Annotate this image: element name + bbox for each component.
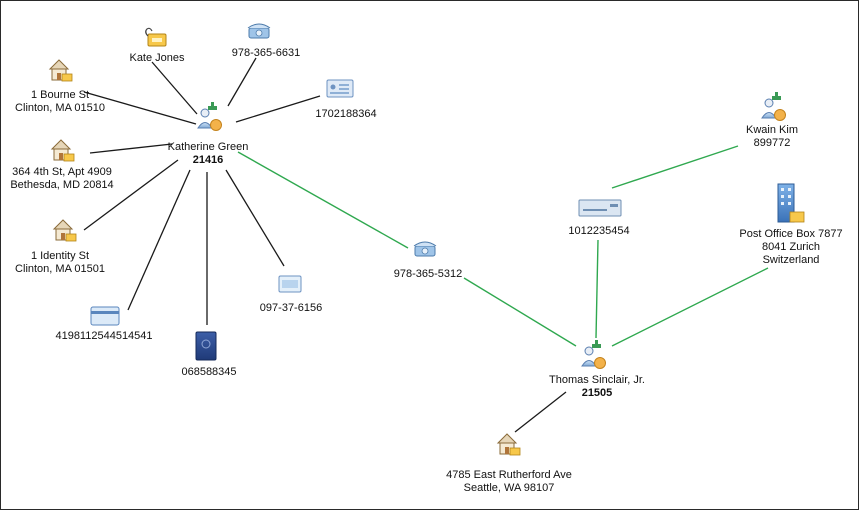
node-phone-5312[interactable]: 978-365-5312	[394, 268, 463, 281]
link-bank-thomas[interactable]	[595, 239, 599, 339]
node-katherine-green[interactable]: Katherine Green 21416	[168, 141, 249, 167]
house-icon[interactable]	[496, 433, 521, 456]
address-line2: Seattle, WA 98107	[463, 482, 555, 494]
telephone-icon[interactable]	[247, 23, 271, 39]
person-name: Thomas Sinclair, Jr.	[549, 374, 645, 386]
house-icon[interactable]	[50, 139, 75, 162]
person-name: Katherine Green	[167, 141, 249, 153]
building-icon[interactable]	[777, 183, 805, 223]
node-thomas-sinclair[interactable]: Thomas Sinclair, Jr. 21505	[549, 374, 645, 400]
node-card-1702[interactable]: 1702188364	[315, 108, 376, 121]
person-name: Kwain Kim	[746, 124, 798, 136]
ssn-card-icon[interactable]	[278, 275, 302, 293]
person-id: 899772	[753, 137, 791, 149]
person-icon[interactable]	[581, 340, 606, 369]
person-id: 21416	[192, 154, 224, 166]
node-address-identity[interactable]: 1 Identity St Clinton, MA 01501	[15, 250, 105, 276]
passport-number: 068588345	[181, 366, 237, 378]
address-line2: Bethesda, MD 20814	[10, 179, 114, 191]
alias-name: Kate Jones	[129, 52, 185, 64]
link-katherine-phone-6631[interactable]	[227, 57, 257, 107]
address-line1: 1 Bourne St	[30, 89, 90, 101]
person-icon[interactable]	[197, 102, 222, 131]
node-kate-jones[interactable]: Kate Jones	[129, 52, 184, 65]
link-katherine-kate[interactable]	[151, 61, 198, 115]
alias-tag-icon[interactable]	[145, 27, 167, 47]
link-katherine-credit[interactable]	[127, 169, 191, 311]
link-thomas-seattle[interactable]	[514, 391, 567, 433]
link-pobox-thomas[interactable]	[611, 267, 769, 347]
link-kwain-bank[interactable]	[611, 145, 739, 189]
node-ssn[interactable]: 097-37-6156	[260, 302, 322, 315]
node-passport[interactable]: 068588345	[181, 366, 236, 379]
link-phone-5312-thomas[interactable]	[463, 277, 577, 347]
node-kwain-kim[interactable]: Kwain Kim 899772	[746, 124, 798, 150]
phone-number: 978-365-6631	[231, 47, 301, 59]
link-katherine-bourne[interactable]	[83, 91, 197, 125]
id-card-icon[interactable]	[326, 79, 354, 98]
node-address-4th[interactable]: 364 4th St, Apt 4909 Bethesda, MD 20814	[10, 166, 113, 192]
person-id: 21505	[581, 387, 613, 399]
node-credit-card[interactable]: 4198112544514541	[55, 330, 152, 343]
link-katherine-identity[interactable]	[83, 159, 179, 231]
link-katherine-phone-5312[interactable]	[237, 151, 409, 249]
address-line1: 1 Identity St	[30, 250, 90, 262]
address-line2: 8041 Zurich	[761, 241, 821, 253]
card-number: 1702188364	[315, 108, 377, 120]
address-line2: Clinton, MA 01510	[15, 102, 105, 114]
node-address-bourne[interactable]: 1 Bourne St Clinton, MA 01510	[15, 89, 105, 115]
telephone-icon[interactable]	[413, 241, 437, 257]
house-icon[interactable]	[48, 59, 73, 82]
link-katherine-4th[interactable]	[89, 143, 173, 154]
link-katherine-card-1702[interactable]	[235, 95, 321, 123]
address-line3: Switzerland	[762, 254, 820, 266]
node-po-box[interactable]: Post Office Box 7877 8041 Zurich Switzer…	[739, 228, 842, 267]
credit-card-icon[interactable]	[90, 306, 120, 326]
ssn-number: 097-37-6156	[259, 302, 323, 314]
account-number: 1012235454	[568, 225, 630, 237]
node-address-seattle[interactable]: 4785 East Rutherford Ave Seattle, WA 981…	[446, 469, 572, 495]
person-icon[interactable]	[761, 92, 786, 121]
address-line1: Post Office Box 7877	[739, 228, 843, 240]
address-line1: 364 4th St, Apt 4909	[12, 166, 112, 178]
passport-icon[interactable]	[195, 331, 217, 361]
bank-check-icon[interactable]	[578, 199, 622, 217]
phone-number: 978-365-5312	[393, 268, 463, 280]
house-icon[interactable]	[52, 219, 77, 242]
node-bank-account[interactable]: 1012235454	[568, 225, 629, 238]
node-phone-6631[interactable]: 978-365-6631	[232, 47, 301, 60]
address-line2: Clinton, MA 01501	[15, 263, 105, 275]
address-line1: 4785 East Rutherford Ave	[446, 469, 572, 481]
link-katherine-ssn[interactable]	[225, 169, 285, 267]
credit-card-number: 4198112544514541	[55, 330, 153, 342]
